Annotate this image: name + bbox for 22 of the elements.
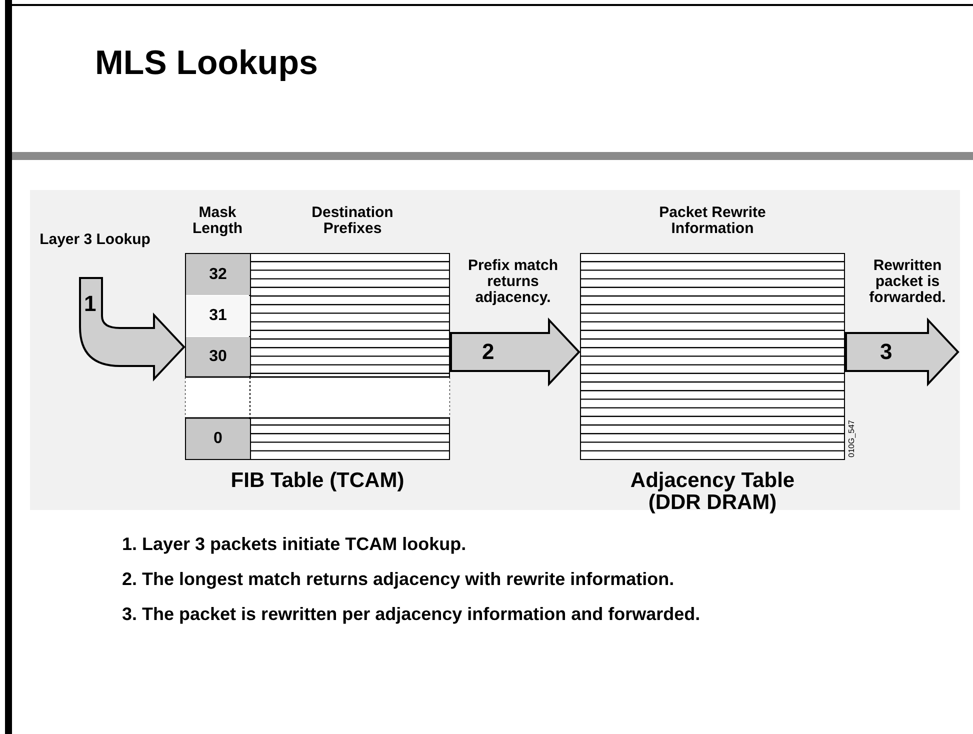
table-cell: 0	[186, 419, 250, 459]
step-number: 2	[482, 340, 494, 364]
slide-title: MLS Lookups	[95, 44, 318, 83]
block-arrow	[845, 317, 960, 387]
column-header: Packet Rewrite Information	[658, 205, 767, 236]
column-header: Destination Prefixes	[310, 205, 394, 236]
table-title: FIB Table (TCAM)	[230, 470, 406, 492]
table-title: Adjacency Table (DDR DRAM)	[629, 470, 796, 514]
table-cell: 32	[186, 254, 250, 295]
step-caption: Prefix match returns adjacency.	[466, 258, 560, 306]
step-number: 1	[84, 292, 96, 316]
table-cell: 31	[186, 296, 250, 336]
step-number: 3	[880, 340, 892, 364]
block-arrow	[450, 317, 580, 387]
step-caption: Rewritten packet is forwarded.	[868, 258, 947, 306]
step-caption: Layer 3 Lookup	[38, 232, 152, 248]
list-item: 2. The longest match returns adjacency with rewrite information.	[122, 570, 674, 589]
block-arrow	[79, 277, 185, 380]
table-cell: 30	[186, 337, 250, 376]
column-header: Mask Length	[192, 205, 244, 236]
list-item: 3. The packet is rewritten per adjacency information and forwarded.	[122, 605, 700, 624]
list-item: 1. Layer 3 packets initiate TCAM lookup.	[122, 535, 466, 554]
